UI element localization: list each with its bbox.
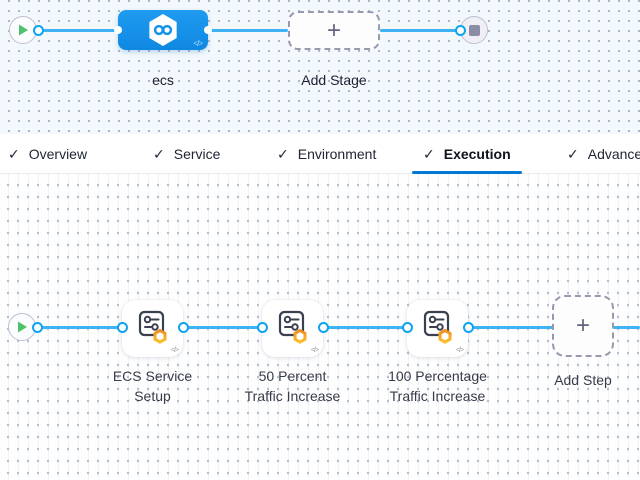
stage-config-tabbar: ✓ Overview ✓ Service ✓ Environment ✓ Exe… — [0, 134, 640, 174]
step-name-line: 100 Percentage — [388, 368, 487, 384]
tab-overview[interactable]: ✓ Overview — [0, 134, 98, 174]
add-stage-button[interactable]: + — [288, 11, 380, 50]
play-icon — [18, 24, 28, 36]
stop-icon — [468, 24, 480, 36]
connector-port — [177, 321, 189, 333]
stage-connector-line — [38, 28, 118, 32]
step-name-label[interactable]: 50 Percent Traffic Increase — [223, 366, 363, 406]
tab-label: Environment — [297, 146, 377, 162]
connector-port — [116, 321, 128, 333]
stage-out-port — [204, 26, 212, 34]
plus-icon: + — [575, 312, 590, 339]
step-node-50-percent-traffic[interactable]: </> — [262, 300, 323, 357]
step-name-line: Traffic Increase — [244, 388, 341, 404]
execution-graph-canvas[interactable]: </> ECS Service Setup </> 50 Percent Tra… — [0, 174, 640, 480]
step-node-100-percentage-traffic[interactable]: </> — [407, 300, 468, 357]
connector-port — [32, 24, 44, 36]
stage-in-port — [114, 26, 122, 34]
tab-service[interactable]: ✓ Service — [142, 134, 231, 174]
step-name-line: Setup — [134, 388, 171, 404]
add-step-button[interactable]: + — [552, 295, 614, 357]
step-node-ecs-service-setup[interactable]: </> — [122, 300, 183, 357]
check-icon: ✓ — [423, 146, 435, 162]
code-icon[interactable]: </> — [170, 347, 179, 354]
stage-graph-canvas[interactable]: </> ecs + Add Stage — [0, 0, 640, 134]
tab-label: Advanced — [587, 146, 640, 162]
check-icon: ✓ — [277, 146, 289, 162]
step-name-label[interactable]: ECS Service Setup — [83, 366, 223, 406]
pipeline-start-node[interactable] — [9, 16, 37, 44]
connector-port — [317, 321, 329, 333]
stage-connector-line — [208, 28, 288, 32]
tab-label: Overview — [28, 146, 88, 162]
active-tab-underline — [412, 170, 522, 174]
deploy-hexagon-icon — [149, 14, 177, 46]
stage-connector-line — [380, 28, 460, 32]
step-name-line: ECS Service — [112, 368, 193, 384]
connector-port — [401, 321, 413, 333]
play-icon — [17, 321, 27, 333]
add-stage-label[interactable]: Add Stage — [301, 72, 367, 88]
connector-port — [31, 321, 43, 333]
connector-port — [462, 321, 474, 333]
tab-execution[interactable]: ✓ Execution — [412, 134, 522, 174]
stage-name-label[interactable]: ecs — [152, 72, 174, 88]
code-icon[interactable]: </> — [455, 347, 464, 354]
ecs-step-icon — [138, 310, 167, 344]
step-name-line: Traffic Increase — [389, 388, 486, 404]
connector-port — [256, 321, 268, 333]
execution-start-node[interactable] — [8, 313, 36, 341]
code-icon[interactable]: </> — [193, 39, 203, 48]
tab-environment[interactable]: ✓ Environment — [266, 134, 387, 174]
tab-label: Execution — [443, 146, 511, 162]
step-name-label[interactable]: 100 Percentage Traffic Increase — [368, 366, 508, 406]
ecs-step-icon — [423, 310, 452, 344]
check-icon: ✓ — [153, 146, 165, 162]
ecs-step-icon — [278, 310, 307, 344]
step-connector-line — [37, 325, 119, 329]
check-icon: ✓ — [567, 146, 579, 162]
step-connector-line — [183, 325, 258, 329]
add-step-label[interactable]: Add Step — [554, 372, 612, 388]
tab-label: Service — [173, 146, 221, 162]
connector-port — [454, 24, 466, 36]
plus-icon: + — [326, 16, 341, 44]
code-icon[interactable]: </> — [310, 347, 319, 354]
check-icon: ✓ — [8, 146, 20, 162]
tab-advanced[interactable]: ✓ Advanced — [556, 134, 640, 174]
stage-node-ecs[interactable]: </> — [114, 10, 212, 50]
step-connector-line — [323, 325, 403, 329]
step-name-line: 50 Percent — [258, 368, 327, 384]
